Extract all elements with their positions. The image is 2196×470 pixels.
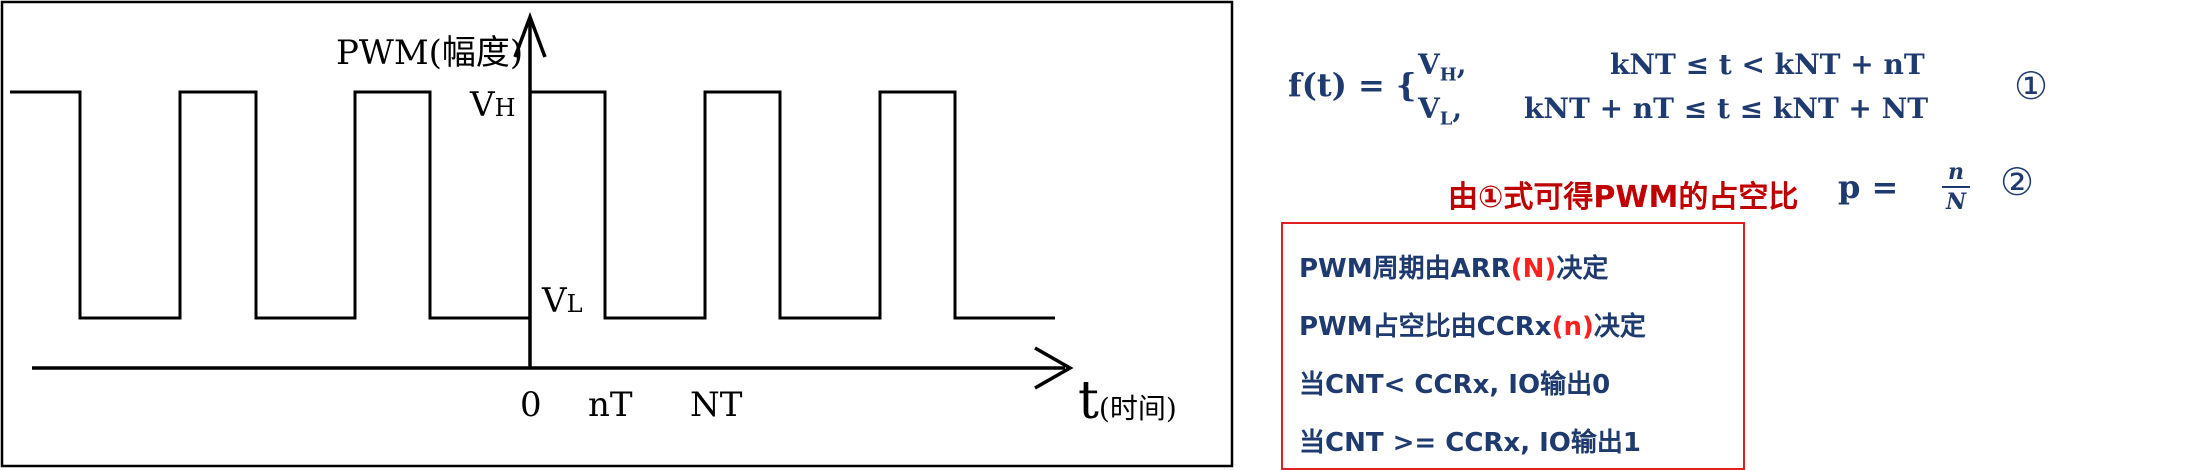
duty-formula-denominator: N (1945, 189, 1967, 215)
pwm-info-box: PWM周期由ARR(N)决定 PWM占空比由CCRx(n)决定 当CNT< CC… (1281, 222, 1745, 470)
formula-case2-condition: kNT + nT ≤ t ≤ kNT + NT (1524, 92, 1929, 125)
v-high-label: VH (469, 85, 516, 125)
x-axis-label: t(时间) (1078, 371, 1177, 431)
formula-case1-condition: kNT ≤ t < kNT + nT (1610, 48, 1925, 81)
formula-lhs: f(t) = { (1288, 66, 1417, 104)
y-axis-label: PWM(幅度) (336, 33, 523, 73)
x-axis-arrow (1034, 346, 1074, 390)
tick-label-zero: 0 (520, 385, 542, 425)
formula-marker-2: ② (2000, 160, 2035, 204)
info-line-period: PWM周期由ARR(N)决定 (1299, 254, 1609, 284)
info-line-output-high: 当CNT >= CCRx, IO输出1 (1299, 428, 1641, 458)
fraction-bar (1942, 186, 1970, 188)
tick-label-NT: NT (690, 385, 743, 425)
pwm-waveform (10, 90, 1055, 320)
pwm-formula: f(t) = { VH, kNT ≤ t < kNT + nT VL, kNT … (1288, 48, 1988, 138)
formula-case2-value: VL, (1418, 92, 1463, 130)
pwm-waveform-diagram: PWM(幅度) VH VL 0 nT NT t(时间) (0, 0, 1234, 468)
duty-formula-lhs: p = (1838, 168, 1899, 206)
info-line-duty: PWM占空比由CCRx(n)决定 (1299, 312, 1646, 342)
formula-case1-value: VH, (1418, 48, 1467, 86)
duty-formula-fraction: n N (1942, 160, 1970, 214)
y-axis-arrow (513, 12, 547, 58)
info-line-output-low: 当CNT< CCRx, IO输出0 (1299, 370, 1611, 400)
duty-cycle-note: 由①式可得PWM的占空比 (1448, 180, 1799, 215)
diagram-frame (0, 0, 1234, 468)
duty-formula-numerator: n (1948, 159, 1964, 185)
tick-label-nT: nT (588, 385, 633, 425)
formula-marker-1: ① (2014, 64, 2049, 108)
v-low-label: VL (541, 281, 583, 321)
